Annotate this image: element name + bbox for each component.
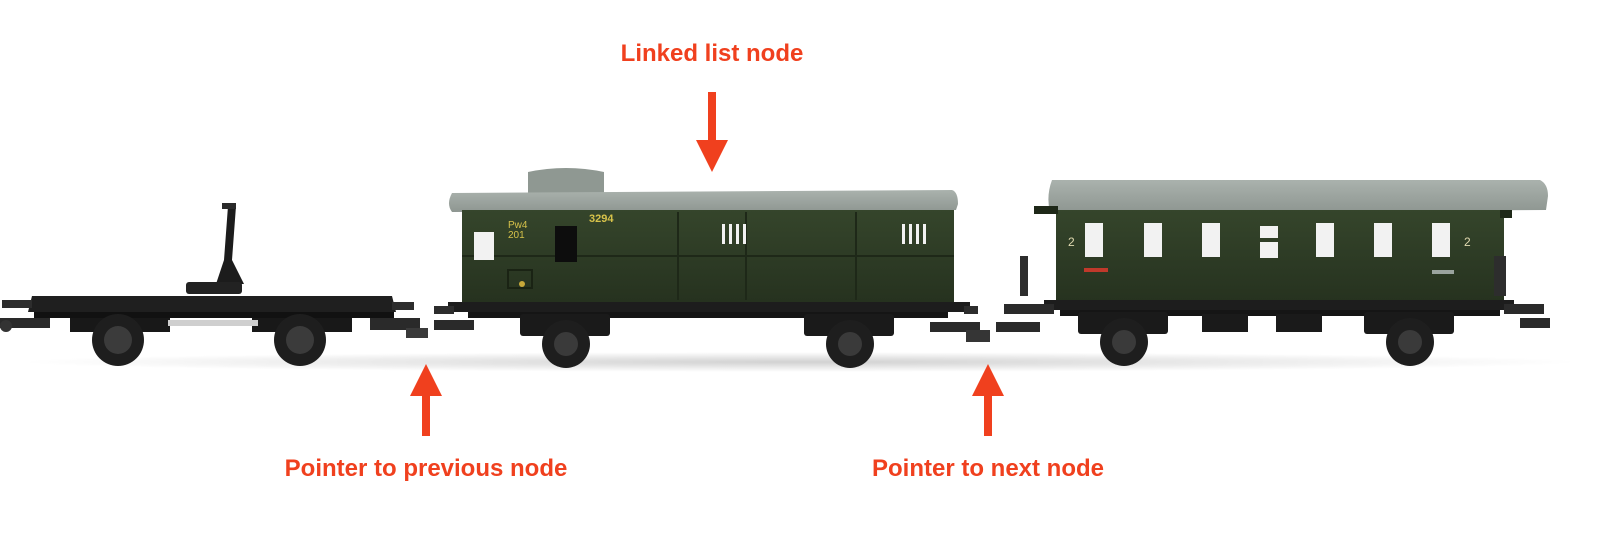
next-pointer-label: Pointer to next node: [871, 455, 1105, 482]
arrow-down-icon: [696, 92, 728, 172]
flat-wagon: [0, 203, 428, 366]
previous-pointer-label: Pointer to previous node: [284, 455, 568, 482]
baggage-number-marking: 3294: [589, 213, 614, 225]
arrow-up-icon: [410, 364, 442, 436]
passenger-coach: 2 2: [996, 180, 1550, 366]
coach-class-right: 2: [1464, 235, 1471, 249]
ground-shadow: [20, 352, 1580, 372]
linked-list-node-label: Linked list node: [620, 40, 804, 67]
coach-class-left: 2: [1068, 235, 1075, 249]
arrow-up-icon: [972, 364, 1004, 436]
